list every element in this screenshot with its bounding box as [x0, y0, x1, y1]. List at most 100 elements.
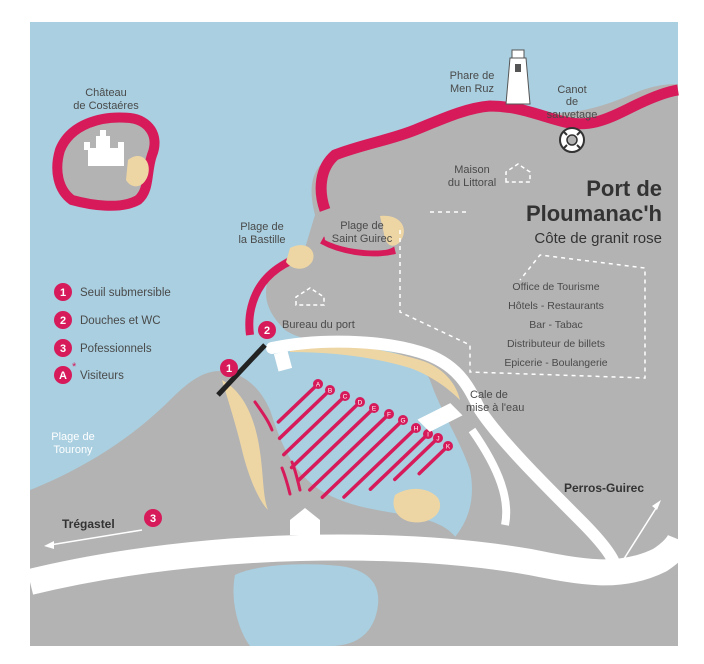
legend-star: * [72, 361, 77, 373]
marker-3: 3 [144, 509, 162, 527]
service-item: Office de Tourisme [512, 281, 599, 293]
marker-2: 2 [258, 321, 276, 339]
page-title-line2: Ploumanac'h [526, 201, 662, 226]
pontoon-c [282, 394, 347, 457]
service-item: Epicerie - Boulangerie [504, 357, 607, 369]
legend-label: Douches et WC [80, 315, 161, 327]
pontoon-tag-g [398, 415, 408, 425]
guirec-label-2: Saint Guirec [332, 233, 393, 245]
marker-1-label: 1 [226, 363, 232, 375]
harbour-rock [393, 488, 441, 523]
pontoon-letter-e: E [372, 406, 377, 413]
legend-key: 2 [60, 315, 66, 327]
pontoon-tag-i [423, 429, 433, 439]
perros-arrow [621, 500, 661, 563]
legend-label: Visiteurs [80, 370, 124, 382]
legend-key: A [59, 370, 67, 382]
bureau-label: Bureau du port [282, 319, 355, 331]
building-icon [290, 508, 320, 535]
pontoon-letter-f: F [387, 412, 391, 419]
maison-littoral-icon [505, 163, 531, 183]
pontoon-h [342, 426, 418, 499]
marker-2-label: 2 [264, 325, 270, 337]
legend: 1 Seuil submersible 2 Douches et WC 3 Po… [54, 283, 171, 384]
granite-coast-guirec [320, 236, 396, 257]
canot-label-3: sauvetage [547, 109, 598, 121]
pontoon-letter-c: C [343, 394, 348, 401]
west-beach [222, 380, 268, 510]
pontoon-a [276, 382, 320, 424]
pontoon-tag-a [313, 379, 323, 389]
marker-3-label: 3 [150, 513, 156, 525]
submersible-sill [216, 343, 267, 397]
pontoon-d [289, 400, 362, 470]
pontoon-tag-h [411, 423, 421, 433]
bastille-label-2: la Bastille [238, 234, 285, 246]
service-item: Bar - Tabac [529, 319, 583, 331]
pontoon-letter-k: K [446, 444, 451, 451]
slipway [417, 403, 463, 432]
cale-label-1: Cale de [470, 389, 508, 401]
pontoon-tag-d [355, 397, 365, 407]
legend-key: 1 [60, 287, 66, 299]
pontoon-letter-j: J [436, 436, 439, 443]
chateau-label-1: Château [85, 87, 127, 99]
south-inlet [233, 564, 379, 646]
side-road [468, 427, 511, 526]
lighthouse-icon [505, 49, 531, 105]
legend-key: 3 [60, 343, 66, 355]
tregastel-label: Trégastel [62, 517, 115, 531]
pontoon-tag-e [369, 403, 379, 413]
pontoon-g [320, 418, 405, 500]
pontoon-j [393, 436, 440, 482]
service-item: Hôtels - Restaurants [508, 300, 604, 312]
tregastel-arrow [44, 529, 143, 549]
small-dock [273, 350, 293, 372]
pontoon-letter-h: H [414, 426, 419, 433]
legend-label: Seuil submersible [80, 287, 171, 299]
guirec-label-1: Plage de [340, 220, 383, 232]
bastille-beach [286, 245, 314, 269]
cale-label-2: mise à l'eau [466, 402, 524, 414]
pontoon-letter-d: D [358, 400, 363, 407]
chateau-label-2: de Costaéres [73, 100, 139, 112]
main-road [26, 534, 693, 595]
pontoon-tag-b [325, 385, 335, 395]
harbour-road [266, 335, 621, 571]
maison-label-2: du Littoral [448, 177, 496, 189]
west-coast-land [30, 370, 464, 575]
perros-label: Perros-Guirec [564, 481, 644, 495]
bastille-label-1: Plage de [240, 221, 283, 233]
tourony-label-1: Plage de [51, 431, 94, 443]
page-title-line1: Port de [586, 176, 662, 201]
services-zone [399, 211, 646, 379]
pontoon-tag-j [433, 433, 443, 443]
maison-label-1: Maison [454, 164, 489, 176]
canot-label-1: Canot [557, 84, 586, 96]
services-list: Office de Tourisme Hôtels - Restaurants … [504, 281, 607, 369]
lifebuoy-icon [559, 127, 585, 153]
marker-1: 1 [220, 359, 238, 377]
costaeres-beach [126, 155, 149, 187]
pontoon-b [277, 388, 332, 441]
pontoon-tag-c [340, 391, 350, 401]
castle-icon [84, 130, 124, 166]
harbour-beach [290, 343, 460, 400]
pontoon-i [368, 432, 430, 491]
granite-coast [315, 84, 679, 212]
pontoon-tag-k [443, 441, 453, 451]
pontoon-letter-a: A [316, 382, 321, 389]
canot-label-2: de [566, 96, 578, 108]
service-item: Distributeur de billets [507, 338, 605, 350]
pontoon-e [296, 406, 376, 483]
pontoon-k [417, 444, 450, 476]
phare-label-2: Men Ruz [450, 83, 494, 95]
phare-label-1: Phare de [450, 70, 495, 82]
pontoon-f [308, 412, 391, 492]
pontoon-letter-b: B [328, 388, 332, 395]
tourony-label-2: Tourony [53, 444, 93, 456]
page-subtitle: Côte de granit rose [534, 230, 662, 247]
pontoon-tag-f [384, 409, 394, 419]
